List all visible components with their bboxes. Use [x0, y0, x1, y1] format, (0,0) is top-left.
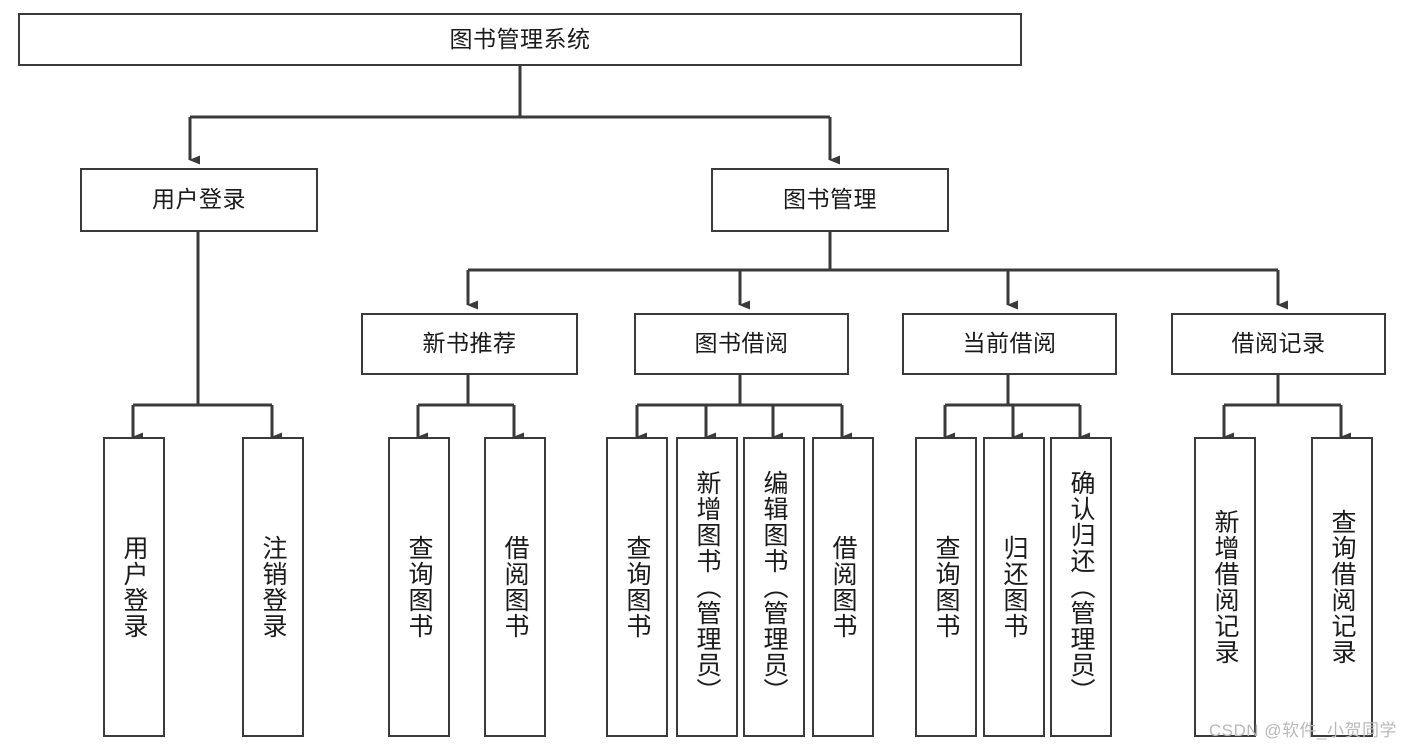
- node-book-manage-label: 图书管理: [783, 186, 877, 213]
- node-leaf-borrow-edit[interactable]: 编辑图书（管理员）: [743, 437, 805, 737]
- node-leaf-rec-search-label: 查询借阅记录: [1328, 509, 1356, 665]
- node-book-borrow-label: 图书借阅: [694, 330, 789, 357]
- node-leaf-user-logout-label: 注销登录: [259, 535, 287, 639]
- node-user-login[interactable]: 用户登录: [80, 168, 318, 232]
- node-root-label: 图书管理系统: [449, 25, 591, 52]
- node-leaf-rec-add[interactable]: 新增借阅记录: [1194, 437, 1256, 737]
- node-new-book-rec[interactable]: 新书推荐: [361, 313, 578, 375]
- node-root[interactable]: 图书管理系统: [18, 13, 1022, 66]
- node-leaf-user-login[interactable]: 用户登录: [103, 437, 165, 737]
- node-leaf-rec-add-label: 新增借阅记录: [1211, 509, 1239, 665]
- node-book-manage[interactable]: 图书管理: [711, 168, 949, 232]
- node-leaf-rec-borrow[interactable]: 借阅图书: [484, 437, 546, 737]
- node-leaf-borrow-add-label: 新增图书（管理员）: [693, 470, 721, 704]
- node-leaf-cur-return[interactable]: 归还图书: [983, 437, 1045, 737]
- node-leaf-user-logout[interactable]: 注销登录: [242, 437, 304, 737]
- node-leaf-cur-return-label: 归还图书: [1000, 535, 1028, 639]
- node-current-borrow[interactable]: 当前借阅: [902, 313, 1117, 375]
- node-leaf-borrow-query-label: 查询图书: [623, 535, 651, 639]
- node-borrow-record[interactable]: 借阅记录: [1171, 313, 1386, 375]
- node-leaf-rec-query-label: 查询图书: [405, 535, 433, 639]
- node-leaf-borrow-do-label: 借阅图书: [829, 535, 857, 639]
- watermark: CSDN @软件_小贺同学: [1208, 721, 1397, 740]
- node-new-book-rec-label: 新书推荐: [422, 330, 517, 357]
- node-user-login-label: 用户登录: [152, 186, 246, 213]
- node-leaf-rec-search[interactable]: 查询借阅记录: [1311, 437, 1373, 737]
- node-leaf-user-login-label: 用户登录: [120, 535, 148, 639]
- node-leaf-borrow-do[interactable]: 借阅图书: [812, 437, 874, 737]
- node-leaf-borrow-query[interactable]: 查询图书: [606, 437, 668, 737]
- node-leaf-rec-query[interactable]: 查询图书: [388, 437, 450, 737]
- node-leaf-borrow-edit-label: 编辑图书（管理员）: [760, 470, 788, 704]
- node-current-borrow-label: 当前借阅: [962, 330, 1057, 357]
- node-book-borrow[interactable]: 图书借阅: [634, 313, 849, 375]
- node-leaf-rec-borrow-label: 借阅图书: [501, 535, 529, 639]
- node-borrow-record-label: 借阅记录: [1231, 330, 1326, 357]
- node-leaf-cur-confirm[interactable]: 确认归还（管理员）: [1050, 437, 1112, 737]
- node-leaf-cur-query-label: 查询图书: [932, 535, 960, 639]
- node-leaf-cur-query[interactable]: 查询图书: [915, 437, 977, 737]
- node-leaf-borrow-add[interactable]: 新增图书（管理员）: [676, 437, 738, 737]
- node-leaf-cur-confirm-label: 确认归还（管理员）: [1067, 470, 1095, 704]
